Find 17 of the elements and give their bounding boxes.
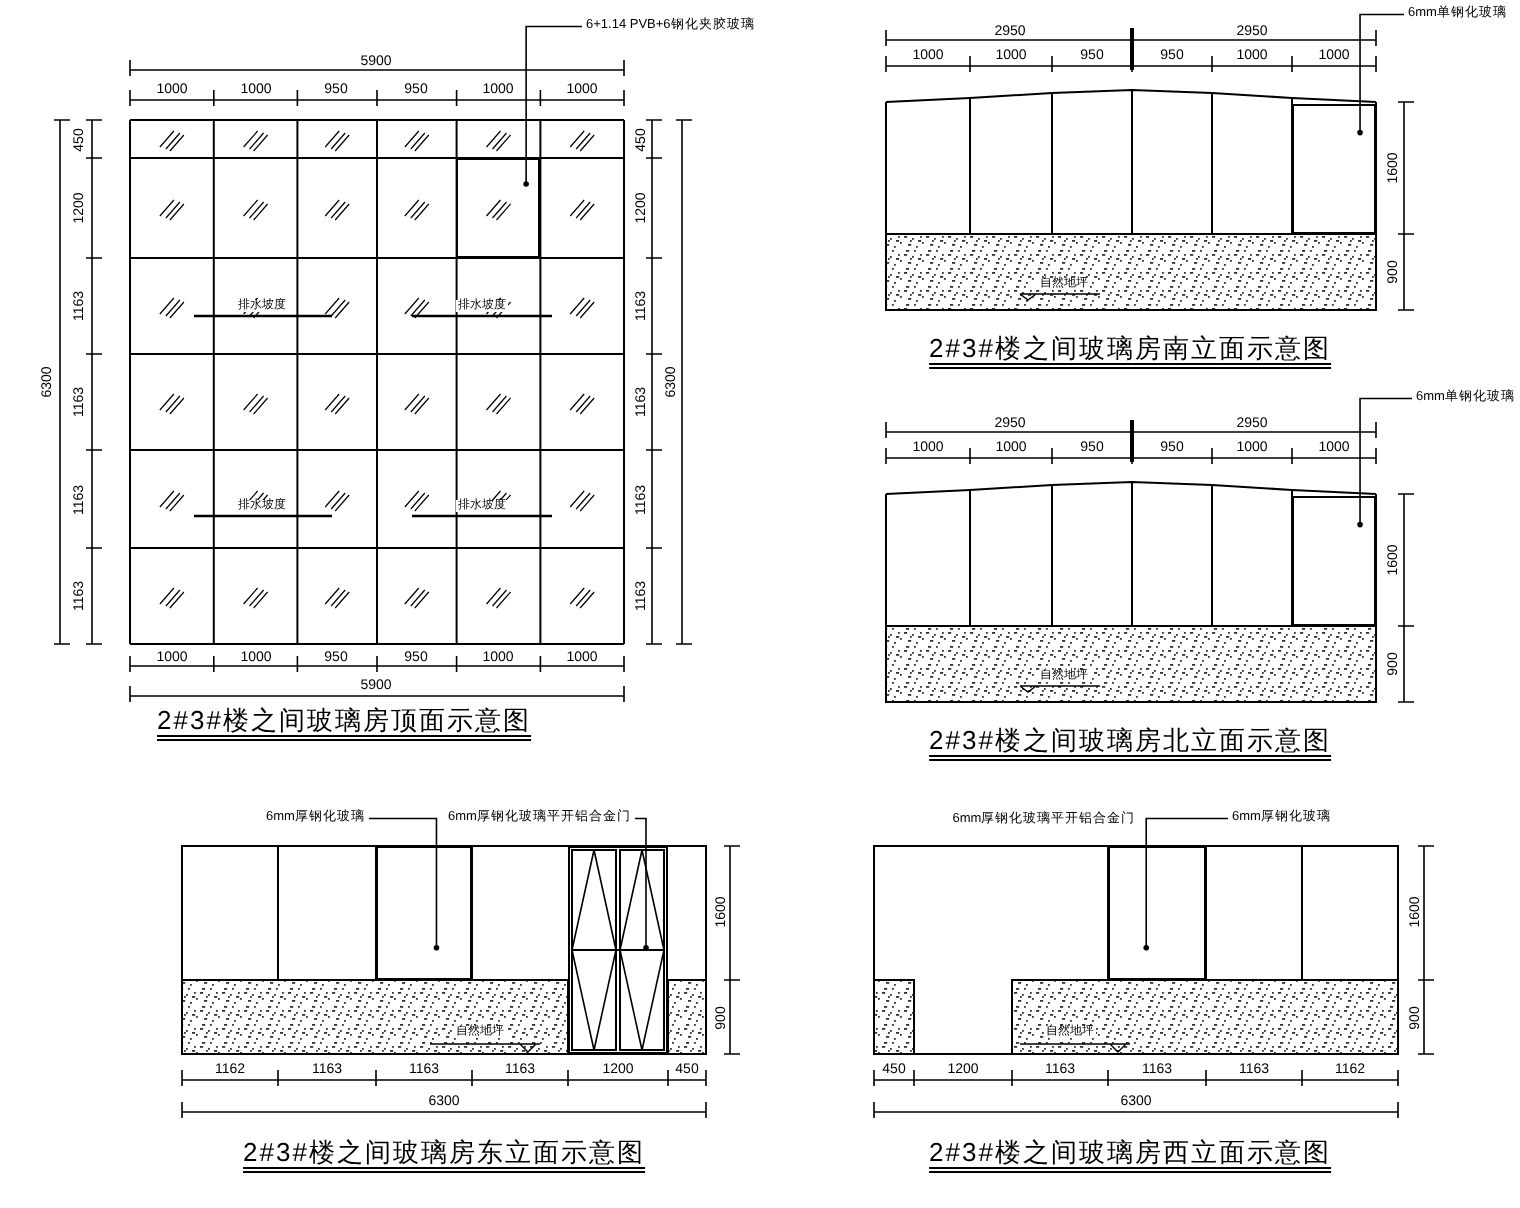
leader-line [1357,397,1413,528]
leader-line [368,817,440,951]
view-title: 2#3#楼之间玻璃房西立面示意图 [929,1139,1331,1173]
leader-line [1143,817,1229,951]
door-drawing [568,846,668,1054]
glass-panel [456,158,541,258]
glass-panel [1108,846,1206,980]
glass-panel [1292,496,1376,626]
view-title: 2#3#楼之间玻璃房顶面示意图 [157,707,531,741]
leader-line [523,25,583,187]
leader-line [634,817,649,951]
glass-panel [1292,104,1376,234]
view-title: 2#3#楼之间玻璃房北立面示意图 [929,727,1331,761]
leader-line [1357,13,1405,136]
view-title: 2#3#楼之间玻璃房南立面示意图 [929,335,1331,369]
view-title: 2#3#楼之间玻璃房东立面示意图 [243,1139,645,1173]
glass-panel [376,846,472,980]
